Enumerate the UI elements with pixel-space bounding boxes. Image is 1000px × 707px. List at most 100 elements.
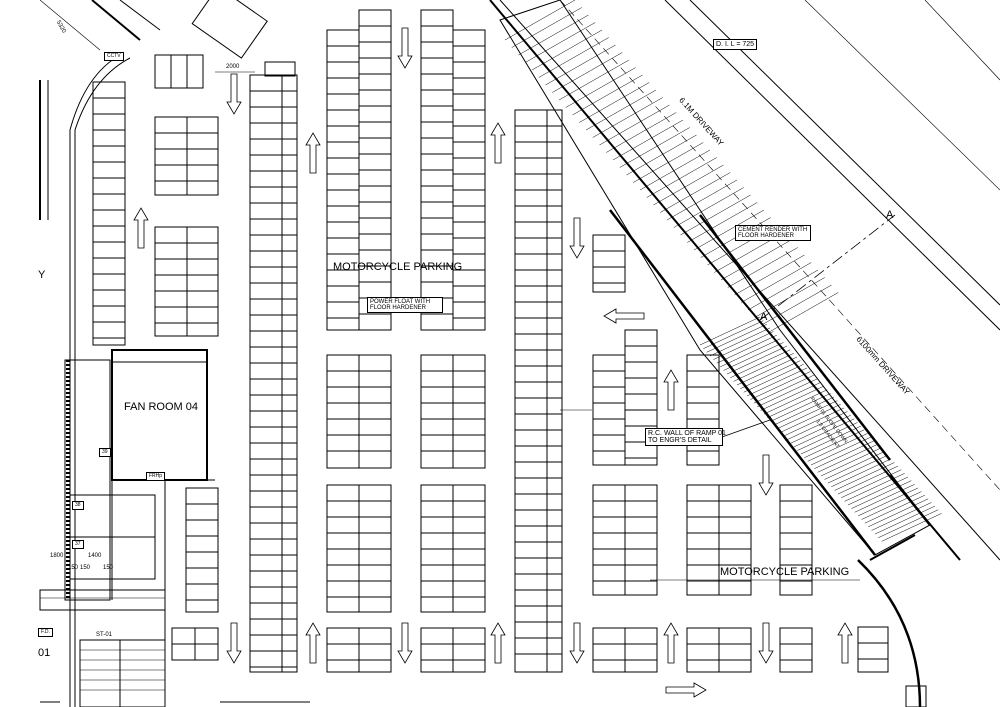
stall-column-outline bbox=[358, 354, 392, 469]
power-float-note: POWER FLOAT WITH FLOOR HARDENER bbox=[367, 297, 443, 313]
ramp-hatch-line bbox=[504, 0, 576, 41]
ramp-hatch-line bbox=[666, 179, 738, 221]
ramp-hatch-line bbox=[810, 436, 872, 466]
direction-arrow bbox=[837, 622, 853, 664]
ramp-hatch-line bbox=[565, 67, 636, 108]
stall-column-outline bbox=[624, 484, 658, 596]
direction-arrow bbox=[305, 622, 321, 664]
ramp-hatch-line bbox=[824, 451, 885, 480]
ramp-hatch-line bbox=[790, 414, 851, 444]
direction-arrow bbox=[490, 622, 506, 664]
stall-column bbox=[358, 9, 392, 331]
stall-column-outline bbox=[420, 627, 454, 673]
stall-column bbox=[718, 484, 752, 596]
stall-column-outline bbox=[358, 627, 392, 673]
ramp-hatch-line bbox=[518, 14, 589, 56]
fan-room-label: FAN ROOM 04 bbox=[124, 401, 198, 413]
direction-arrow bbox=[397, 27, 413, 69]
stall-column bbox=[358, 354, 392, 469]
ramp-hatch-line bbox=[626, 134, 697, 176]
arrow-shape bbox=[603, 308, 645, 324]
ramp-hatch-line bbox=[760, 382, 821, 411]
dim-150-a: 150 bbox=[68, 565, 79, 571]
ramp-hatch-line bbox=[820, 447, 882, 477]
ramp-hatch-line bbox=[687, 202, 758, 243]
stall-column bbox=[281, 74, 298, 673]
stall-column-outline bbox=[326, 29, 360, 331]
arrow-shape bbox=[569, 217, 585, 259]
stall-column bbox=[249, 74, 283, 673]
stall-column-outline bbox=[718, 484, 752, 596]
arrow-shape bbox=[758, 622, 774, 664]
ramp-hatch-line bbox=[763, 385, 825, 415]
ramp-hatch-line bbox=[730, 349, 791, 378]
stall-column bbox=[592, 234, 626, 293]
stall-column-outline bbox=[592, 234, 626, 293]
ramp-hatch-line bbox=[777, 400, 838, 429]
ramp-hatch-line bbox=[716, 334, 777, 364]
ramp-hatch-line bbox=[726, 345, 788, 375]
stall-column bbox=[326, 484, 360, 613]
ramp-hatch-line bbox=[511, 7, 582, 48]
ramp-hatch-line bbox=[558, 59, 630, 101]
ramp-hatch-line bbox=[680, 194, 751, 236]
ramp-hatch-line bbox=[807, 433, 868, 462]
ramp-hatch-line bbox=[753, 374, 814, 404]
ramp-hatch-line bbox=[743, 364, 804, 393]
ramp-hatch-line bbox=[814, 440, 875, 469]
arrow-shape bbox=[397, 27, 413, 69]
ramp-hatch-line bbox=[831, 458, 892, 488]
room-38-tag: 38 bbox=[72, 501, 84, 510]
ramp-hatching bbox=[504, 0, 942, 542]
ramp-hatch-line bbox=[727, 247, 798, 288]
dim-150-b: 150 bbox=[80, 565, 91, 571]
stall-column-outline bbox=[857, 626, 889, 673]
ramp-hatch-line bbox=[854, 484, 915, 513]
ramp-hatch-line bbox=[817, 444, 878, 473]
direction-arrow bbox=[663, 369, 679, 411]
stall-column-outline bbox=[686, 627, 720, 673]
stall-column bbox=[546, 109, 563, 673]
stall-column-outline bbox=[452, 29, 486, 331]
stall-column bbox=[92, 81, 126, 346]
walls-and-ramp bbox=[39, 0, 1000, 707]
parking-stalls bbox=[92, 9, 889, 673]
arrow-shape bbox=[758, 454, 774, 496]
ramp-hatch-line bbox=[868, 498, 929, 528]
stall-column bbox=[420, 354, 454, 469]
ramp-hatch-line bbox=[871, 502, 932, 531]
ramp-hatch-line bbox=[545, 44, 616, 86]
arrow-shape bbox=[305, 132, 321, 174]
arrow-shape bbox=[226, 73, 242, 115]
room-39-tag: 39 bbox=[99, 448, 111, 457]
ramp-hatch-line bbox=[741, 262, 812, 303]
stall-column-outline bbox=[514, 109, 548, 673]
stall-column bbox=[420, 9, 454, 331]
direction-arrow bbox=[226, 73, 242, 115]
ramp-hatch-line bbox=[787, 411, 848, 440]
rc-wall-line-2: TO ENGR'S DETAIL bbox=[648, 437, 712, 444]
ramp-hatch-line bbox=[834, 462, 895, 491]
ramp-hatch-line bbox=[713, 331, 774, 360]
stall-column bbox=[686, 484, 720, 596]
direction-arrow bbox=[133, 207, 149, 249]
ramp-hatch-line bbox=[660, 172, 731, 213]
ramp-hatch-line bbox=[572, 74, 643, 116]
stall-column-outline bbox=[546, 109, 563, 673]
fire-tag: FRHp bbox=[146, 472, 166, 481]
ramp-hatch-line bbox=[861, 491, 922, 520]
stall-column bbox=[452, 484, 486, 613]
stall-column bbox=[686, 354, 720, 466]
stall-column-outline bbox=[185, 487, 219, 613]
cctv-tag: CCTV bbox=[104, 52, 124, 61]
stall-column bbox=[420, 627, 454, 673]
stair-label: ST-01 bbox=[96, 632, 113, 638]
direction-arrow bbox=[663, 622, 679, 664]
motorcycle-parking-label: MOTORCYCLE PARKING bbox=[333, 261, 463, 273]
stall-column-outline bbox=[686, 354, 720, 466]
stall-column-outline bbox=[779, 627, 813, 673]
direction-arrow bbox=[758, 454, 774, 496]
ramp-hatch-line bbox=[720, 239, 792, 281]
ramp-hatch-line bbox=[827, 454, 888, 484]
ramp-hatch-line bbox=[733, 353, 794, 382]
